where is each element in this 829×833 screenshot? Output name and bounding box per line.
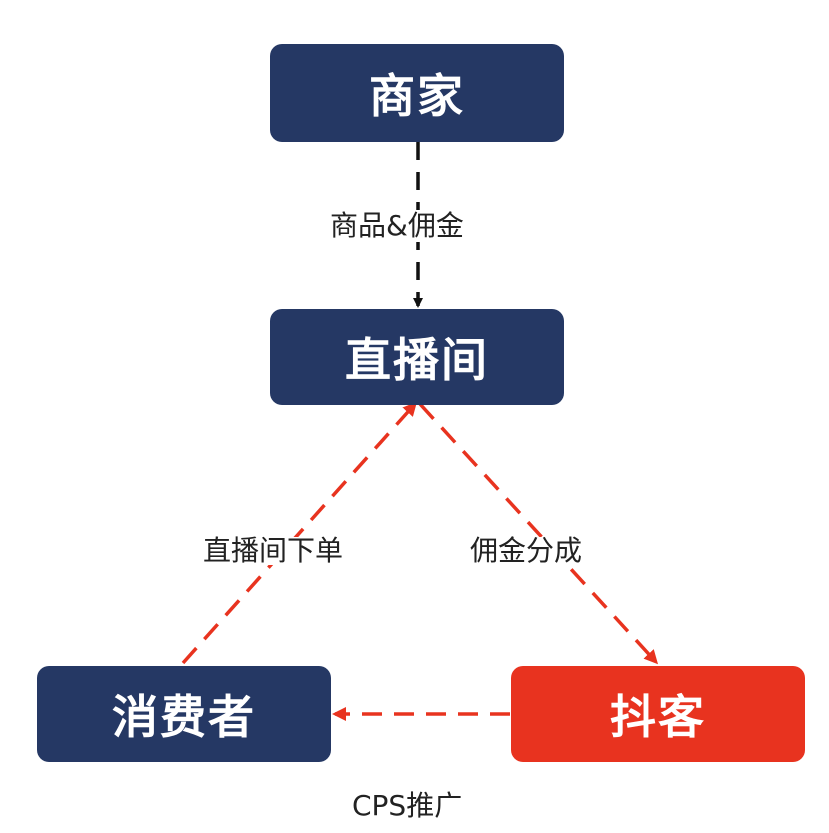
node-merchant: 商家 <box>270 44 564 142</box>
label-merchant-to-live: 商品&佣金 <box>326 210 468 242</box>
label-live-to-douke: 佣金分成 <box>470 534 583 567</box>
edge-consumer-to-live <box>181 401 418 665</box>
node-live-room: 直播间 <box>270 309 564 405</box>
label-consumer-to-live: 直播间下单 <box>203 534 344 567</box>
node-consumer: 消费者 <box>37 666 331 762</box>
node-douke: 抖客 <box>511 666 805 762</box>
edge-live-to-douke <box>418 402 659 665</box>
label-douke-to-consumer: CPS推广 <box>352 789 463 822</box>
